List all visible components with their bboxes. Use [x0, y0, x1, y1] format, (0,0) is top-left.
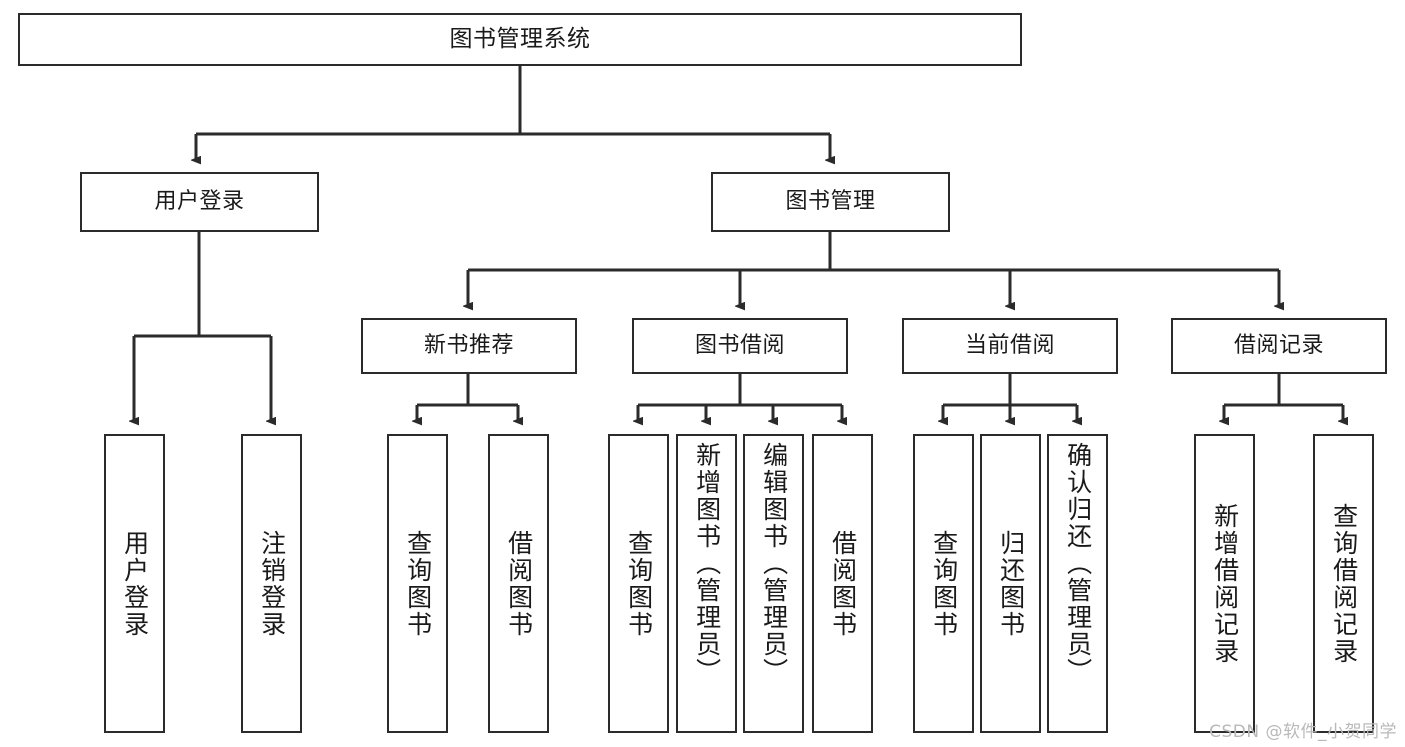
node-label: 图书管理: [785, 189, 876, 215]
node-current-borrow[interactable]: 当前借阅: [902, 318, 1118, 374]
leaf-confirm-return-admin[interactable]: 确认归还（管理员）: [1047, 434, 1108, 733]
leaf-return-book[interactable]: 归还图书: [980, 434, 1041, 733]
node-label: 用户登录: [120, 529, 150, 638]
node-label: 新书推荐: [423, 333, 514, 359]
node-label: 图书借阅: [694, 333, 785, 359]
node-label: 借阅记录: [1233, 333, 1324, 359]
leaf-query-borrow-record[interactable]: 查询借阅记录: [1313, 434, 1374, 733]
leaf-borrow-book[interactable]: 借阅图书: [812, 434, 873, 733]
watermark-text: CSDN @软件_小贺同学: [1209, 722, 1397, 742]
node-label: 查询借阅记录: [1329, 502, 1359, 665]
node-book-borrow[interactable]: 图书借阅: [632, 318, 848, 374]
leaf-user-logout[interactable]: 注销登录: [241, 434, 302, 733]
leaf-user-login[interactable]: 用户登录: [104, 434, 165, 733]
node-label: 用户登录: [154, 189, 245, 215]
node-label: 注销登录: [257, 529, 287, 638]
node-label: 借阅图书: [504, 529, 534, 638]
leaf-add-borrow-record[interactable]: 新增借阅记录: [1194, 434, 1255, 733]
leaf-query-book-recommend[interactable]: 查询图书: [387, 434, 448, 733]
node-label: 查询图书: [403, 529, 433, 638]
leaf-query-book-borrow[interactable]: 查询图书: [608, 434, 669, 733]
node-label: 查询图书: [929, 529, 959, 638]
node-user-login[interactable]: 用户登录: [80, 172, 319, 232]
node-label: 图书管理系统: [449, 25, 591, 52]
node-label: 确认归还（管理员）: [1063, 442, 1093, 685]
node-label: 归还图书: [996, 529, 1026, 638]
node-root-system[interactable]: 图书管理系统: [18, 13, 1022, 66]
node-label: 编辑图书（管理员）: [759, 442, 789, 685]
node-label: 查询图书: [624, 529, 654, 638]
node-new-book-recommend[interactable]: 新书推荐: [361, 318, 577, 374]
leaf-add-book-admin[interactable]: 新增图书（管理员）: [676, 434, 737, 733]
node-label: 当前借阅: [964, 333, 1055, 359]
node-book-management[interactable]: 图书管理: [711, 172, 950, 232]
node-borrow-record[interactable]: 借阅记录: [1171, 318, 1387, 374]
node-label: 借阅图书: [828, 529, 858, 638]
node-label: 新增借阅记录: [1210, 502, 1240, 665]
leaf-borrow-book-recommend[interactable]: 借阅图书: [488, 434, 549, 733]
leaf-edit-book-admin[interactable]: 编辑图书（管理员）: [743, 434, 804, 733]
node-label: 新增图书（管理员）: [692, 442, 722, 685]
leaf-query-book-current[interactable]: 查询图书: [913, 434, 974, 733]
